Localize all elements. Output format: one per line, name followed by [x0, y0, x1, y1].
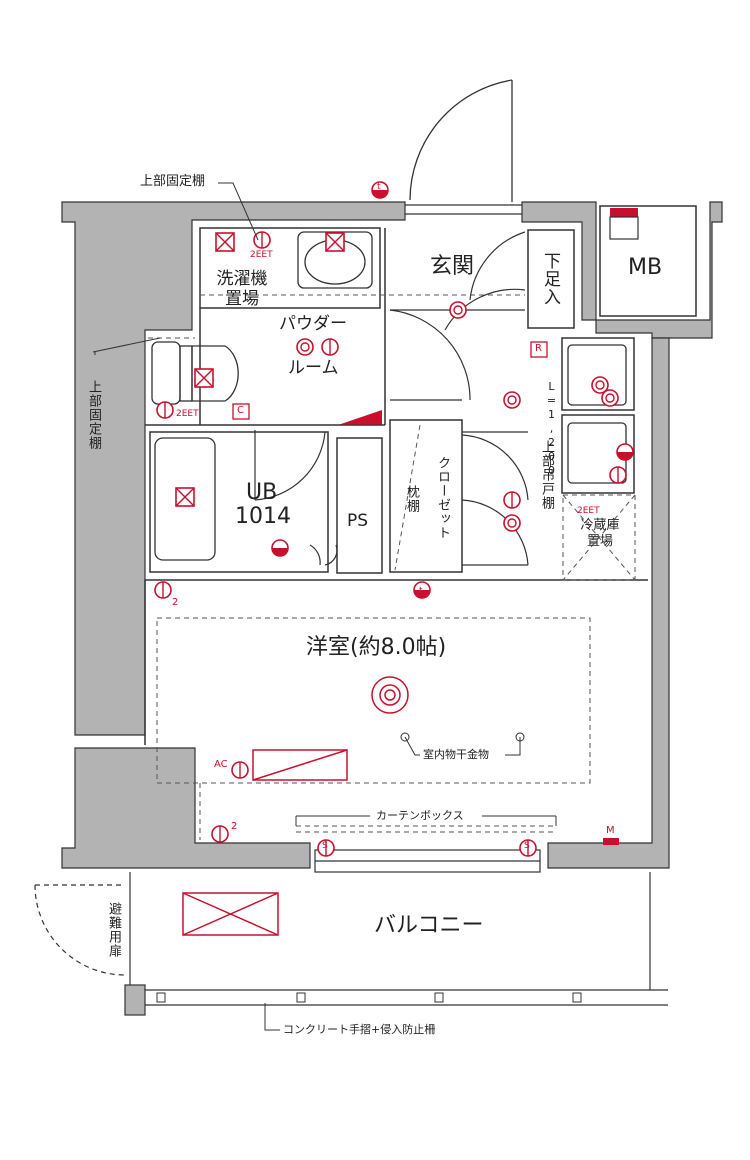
- curtain-box-label: カーテンボックス: [376, 809, 464, 822]
- upper-cabinet-label: 上部吊戸棚: [539, 440, 554, 510]
- outlet-2eet-label-c: 2EET: [577, 506, 600, 516]
- ceiling-light: [371, 676, 409, 714]
- railing-posts: [156, 992, 582, 1003]
- upper-fixed-shelf-left-label: 上部固定棚: [86, 380, 101, 450]
- tel-label-top: t: [377, 182, 381, 192]
- tel-label-room: t: [419, 586, 423, 596]
- unit-bath-label-2: 1014: [235, 504, 291, 529]
- structural-walls: [61, 201, 723, 869]
- fridge-area-label: 冷蔵庫 置場: [580, 518, 620, 549]
- shoe-storage-label: 下足入: [540, 252, 560, 306]
- outlet-2eet-label-b: 2EET: [176, 409, 199, 419]
- balcony-structure: [34, 849, 668, 1016]
- closet-label: クローゼット: [435, 456, 450, 540]
- dashed-lines: [148, 294, 636, 840]
- outlet-count-label-b: 2: [231, 821, 238, 832]
- partitions: [144, 205, 697, 745]
- western-room-label: 洋室(約8.0帖): [306, 635, 447, 660]
- washer-area-label: 洗濯機 置場: [216, 269, 268, 309]
- powder-room-label-2: ルーム: [288, 358, 339, 378]
- outlet-count-label-a: 2: [172, 597, 179, 608]
- c-label: C: [237, 405, 244, 416]
- door-arcs: [254, 231, 529, 566]
- outlet-2eet-label-a: 2EET: [250, 250, 273, 260]
- small-boxes: [232, 341, 548, 420]
- ps-label: PS: [347, 511, 369, 531]
- entrance-label: 玄関: [430, 254, 475, 279]
- ac-unit: [252, 749, 348, 781]
- indoor-dryer-label: 室内物干金物: [423, 748, 489, 761]
- s-label-right: S: [524, 841, 530, 851]
- powder-room-label-1: パウダー: [279, 314, 347, 334]
- upper-fixed-shelf-top-label: 上部固定棚: [140, 174, 206, 189]
- cabinet-length-label: L=1,200: [545, 380, 558, 478]
- leader-lines: [92, 182, 557, 1031]
- red-marks: [338, 208, 639, 845]
- railing-label: コンクリート手摺+侵入防止柵: [283, 1023, 436, 1036]
- ac-label: AC: [214, 759, 228, 770]
- mb-label: MB: [628, 255, 663, 280]
- evacuation-door-label: 避難用扉: [106, 902, 121, 958]
- balcony-label: バルコニー: [374, 913, 484, 938]
- outdoor-unit: [182, 892, 279, 936]
- m-label: M: [606, 825, 615, 836]
- entry-door: [405, 79, 522, 215]
- pillow-shelf-label: 枕棚: [404, 485, 419, 513]
- r-label: R: [535, 343, 542, 354]
- unit-bath-label-1: UB: [246, 480, 278, 505]
- s-label-left: S: [322, 841, 328, 851]
